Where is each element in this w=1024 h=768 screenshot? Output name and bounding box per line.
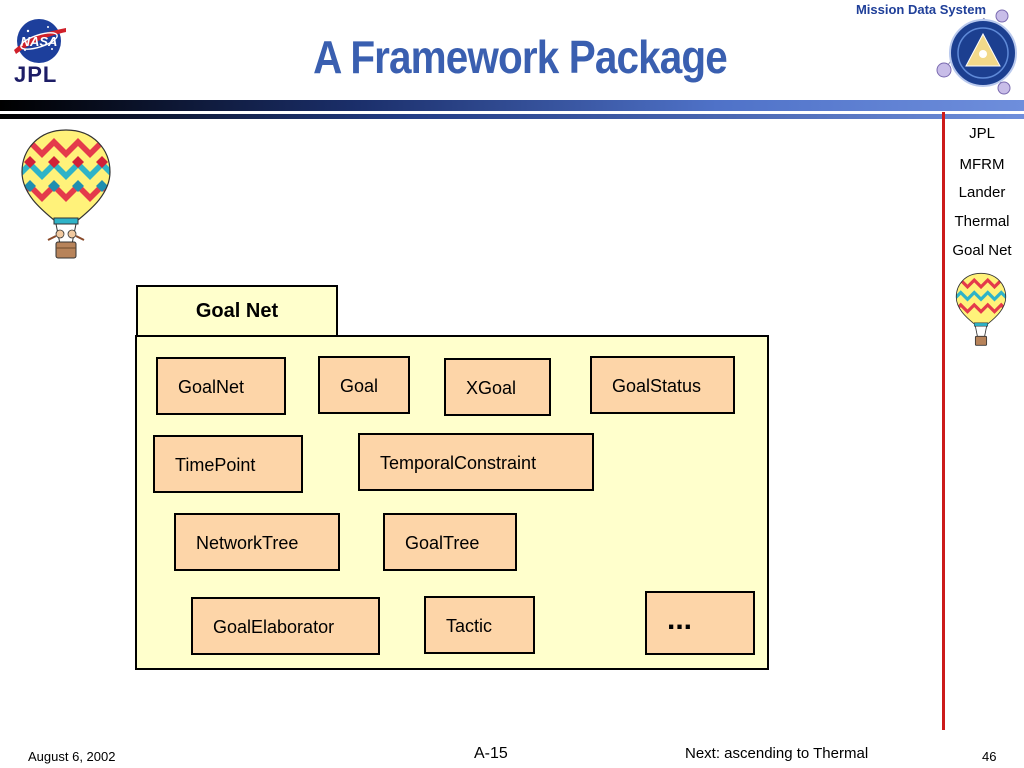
- nasa-logo-text: NASA: [21, 34, 58, 49]
- package-name: Goal Net: [195, 299, 279, 322]
- class-goalstatus: GoalStatus: [590, 356, 735, 414]
- next-link[interactable]: Next: ascending to Thermal: [685, 745, 869, 762]
- class-goal: Goal: [318, 356, 410, 414]
- page-title: A Framework Package: [313, 31, 728, 83]
- nasa-logo: NASA: [14, 19, 66, 63]
- class-goalelaborator: GoalElaborator: [191, 597, 380, 655]
- header-divider-band: [0, 100, 1024, 111]
- mds-emblem-icon: [936, 9, 1017, 95]
- package-body: GoalNet Goal XGoal GoalStatus TimePoint …: [135, 335, 769, 670]
- class-goaltree: GoalTree: [383, 513, 517, 571]
- class-tactic: Tactic: [424, 596, 535, 654]
- nav-item-thermal[interactable]: Thermal: [954, 213, 1010, 230]
- nav-item-goal-net[interactable]: Goal Net: [952, 242, 1012, 259]
- header-divider-line: [0, 114, 1024, 119]
- class-more-ellipsis: ...: [645, 591, 755, 655]
- package-tab: Goal Net: [136, 285, 338, 335]
- footer-section: A-15: [474, 745, 508, 762]
- class-goalnet: GoalNet: [156, 357, 286, 415]
- nav-item-jpl[interactable]: JPL: [969, 125, 995, 142]
- nav-item-lander[interactable]: Lander: [958, 184, 1006, 201]
- hot-air-balloon-icon: [21, 129, 111, 259]
- nasa-swoosh: [14, 28, 66, 54]
- class-xgoal: XGoal: [444, 358, 551, 416]
- page-number: 46: [982, 749, 997, 764]
- jpl-logo-text: JPL: [14, 62, 58, 87]
- mission-data-system-label: Mission Data System: [855, 2, 986, 17]
- class-temporalconstraint: TemporalConstraint: [358, 433, 594, 491]
- nav-item-mfrm[interactable]: MFRM: [959, 156, 1005, 173]
- sidebar-divider: [942, 112, 945, 730]
- class-networktree: NetworkTree: [174, 513, 340, 571]
- class-timepoint: TimePoint: [153, 435, 303, 493]
- small-hot-air-balloon-icon: [955, 272, 1007, 346]
- footer-date: August 6, 2002: [28, 749, 116, 764]
